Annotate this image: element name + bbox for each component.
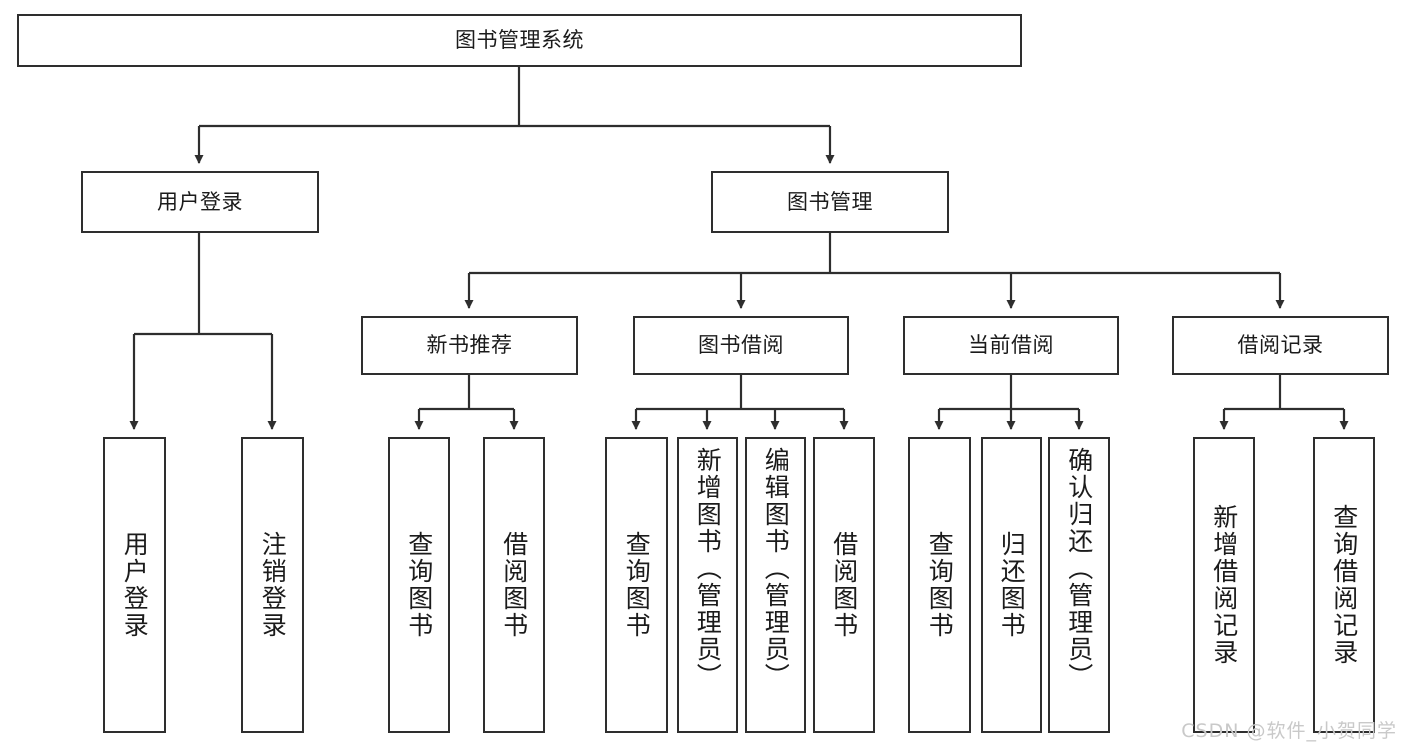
node-book-borrow-label: 图书借阅 [698, 333, 784, 358]
node-leaf-user-login-label: 用户登录 [120, 531, 150, 639]
node-leaf-bb-query-label: 查询图书 [622, 531, 652, 639]
node-leaf-bb-add-label: 新增图书（管理员） [693, 447, 723, 690]
node-current-borrow[interactable]: 当前借阅 [903, 316, 1119, 375]
node-leaf-cb-query-label: 查询图书 [925, 531, 955, 639]
node-leaf-br-add-label: 新增借阅记录 [1209, 504, 1239, 666]
csdn-watermark: CSDN @软件_小贺同学 [1181, 720, 1397, 742]
node-leaf-bb-add[interactable]: 新增图书（管理员） [677, 437, 738, 733]
node-leaf-bb-edit-label: 编辑图书（管理员） [761, 447, 791, 690]
node-leaf-rec-query-label: 查询图书 [404, 531, 434, 639]
node-leaf-bb-query[interactable]: 查询图书 [605, 437, 668, 733]
node-leaf-user-logout[interactable]: 注销登录 [241, 437, 304, 733]
node-leaf-cb-query[interactable]: 查询图书 [908, 437, 971, 733]
node-book-manage-label: 图书管理 [787, 189, 873, 214]
node-root[interactable]: 图书管理系统 [17, 14, 1022, 67]
node-new-book-rec[interactable]: 新书推荐 [361, 316, 578, 375]
node-leaf-br-query-label: 查询借阅记录 [1329, 504, 1359, 666]
node-root-label: 图书管理系统 [455, 28, 584, 53]
node-leaf-rec-borrow-label: 借阅图书 [499, 531, 529, 639]
node-leaf-user-logout-label: 注销登录 [258, 531, 288, 639]
node-new-book-rec-label: 新书推荐 [426, 333, 513, 358]
node-leaf-bb-edit[interactable]: 编辑图书（管理员） [745, 437, 806, 733]
node-current-borrow-label: 当前借阅 [968, 333, 1054, 358]
node-book-borrow[interactable]: 图书借阅 [633, 316, 849, 375]
node-user-login-label: 用户登录 [157, 189, 243, 214]
node-book-manage[interactable]: 图书管理 [711, 171, 949, 233]
node-leaf-user-login[interactable]: 用户登录 [103, 437, 166, 733]
node-borrow-record[interactable]: 借阅记录 [1172, 316, 1389, 375]
node-leaf-br-query[interactable]: 查询借阅记录 [1313, 437, 1375, 733]
node-leaf-rec-borrow[interactable]: 借阅图书 [483, 437, 545, 733]
node-leaf-cb-return-label: 归还图书 [997, 531, 1027, 639]
node-borrow-record-label: 借阅记录 [1237, 333, 1324, 358]
node-leaf-cb-return[interactable]: 归还图书 [981, 437, 1042, 733]
node-leaf-cb-confirm[interactable]: 确认归还（管理员） [1048, 437, 1110, 733]
node-leaf-bb-borrow-label: 借阅图书 [829, 531, 859, 639]
node-user-login[interactable]: 用户登录 [81, 171, 319, 233]
node-leaf-rec-query[interactable]: 查询图书 [388, 437, 450, 733]
node-leaf-cb-confirm-label: 确认归还（管理员） [1064, 447, 1094, 690]
node-leaf-bb-borrow[interactable]: 借阅图书 [813, 437, 875, 733]
node-leaf-br-add[interactable]: 新增借阅记录 [1193, 437, 1255, 733]
